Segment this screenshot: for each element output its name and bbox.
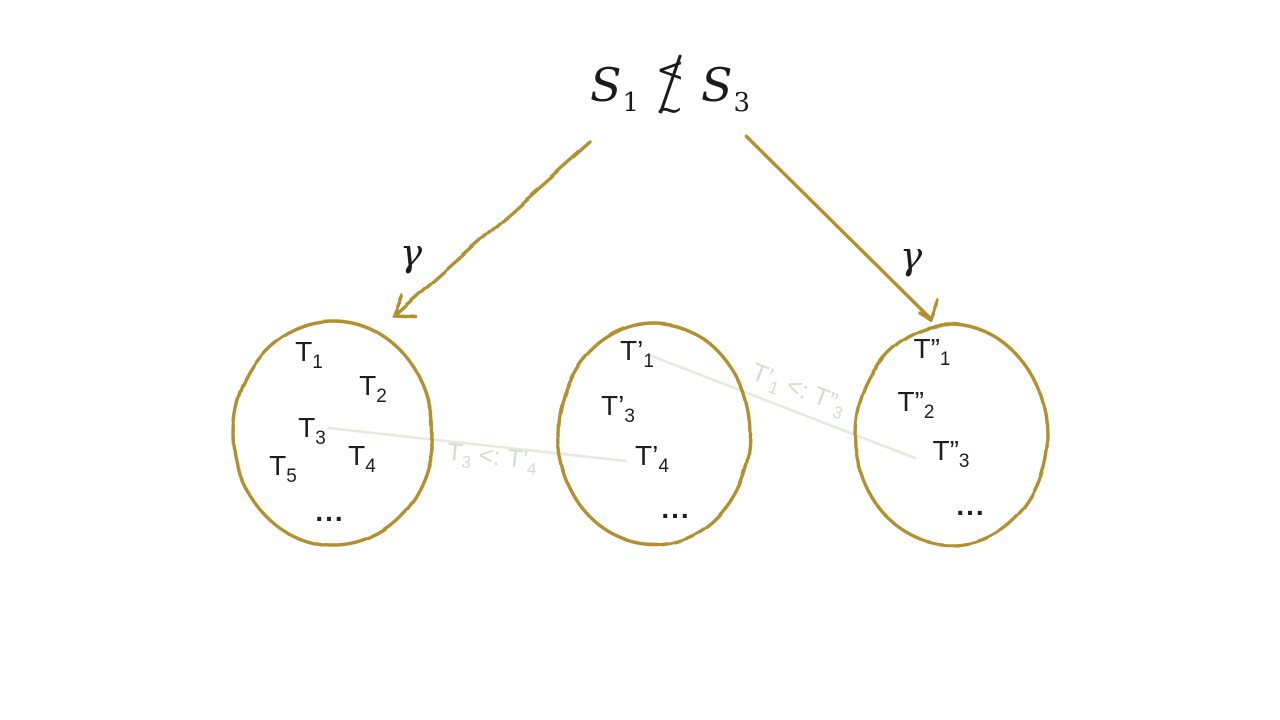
title-right-symbol: S xyxy=(701,58,733,112)
set-right-ellipsis: ... xyxy=(956,490,986,521)
set-middle-item-tp3: T’3 xyxy=(601,390,635,427)
left-gamma-label: γ xyxy=(399,231,423,275)
set-middle-item-tp1: T’1 xyxy=(620,335,654,372)
right-set-ellipse xyxy=(853,323,1049,547)
subtype-line-tp1-tpp3 xyxy=(647,353,917,460)
set-right-item-tpp1: T”1 xyxy=(913,333,951,370)
left-arrowhead-icon xyxy=(392,294,418,319)
set-right-item-tpp3: T”3 xyxy=(932,435,970,472)
left-set-ellipse xyxy=(231,319,435,547)
set-left-item-t3: T3 xyxy=(298,412,326,449)
set-right-item-tpp2: T”2 xyxy=(897,386,935,423)
title-left-symbol: S xyxy=(589,58,622,112)
not-lesssim-icon: <∼ xyxy=(655,50,685,130)
right-gamma-label: γ xyxy=(899,234,923,278)
set-left-ellipsis: ... xyxy=(315,496,345,527)
set-middle-ellipsis: ... xyxy=(661,493,691,524)
left-gamma-arrow xyxy=(394,140,592,317)
middle-set-ellipse xyxy=(556,321,752,547)
right-arrowhead-icon xyxy=(917,299,940,322)
subtype-line-t3-tp4 xyxy=(327,426,628,463)
title-formula: S1<∼S3 xyxy=(589,50,751,130)
set-middle-item-tp4: T’4 xyxy=(635,440,669,477)
title-right-subscript: 3 xyxy=(733,88,751,118)
set-left-item-t4: T4 xyxy=(348,440,376,477)
set-left-item-t2: T2 xyxy=(359,370,387,407)
title-left-subscript: 1 xyxy=(622,88,639,118)
set-left-item-t1: T1 xyxy=(295,336,323,373)
right-gamma-arrow xyxy=(744,134,933,321)
set-left-item-t5: T5 xyxy=(269,450,297,487)
